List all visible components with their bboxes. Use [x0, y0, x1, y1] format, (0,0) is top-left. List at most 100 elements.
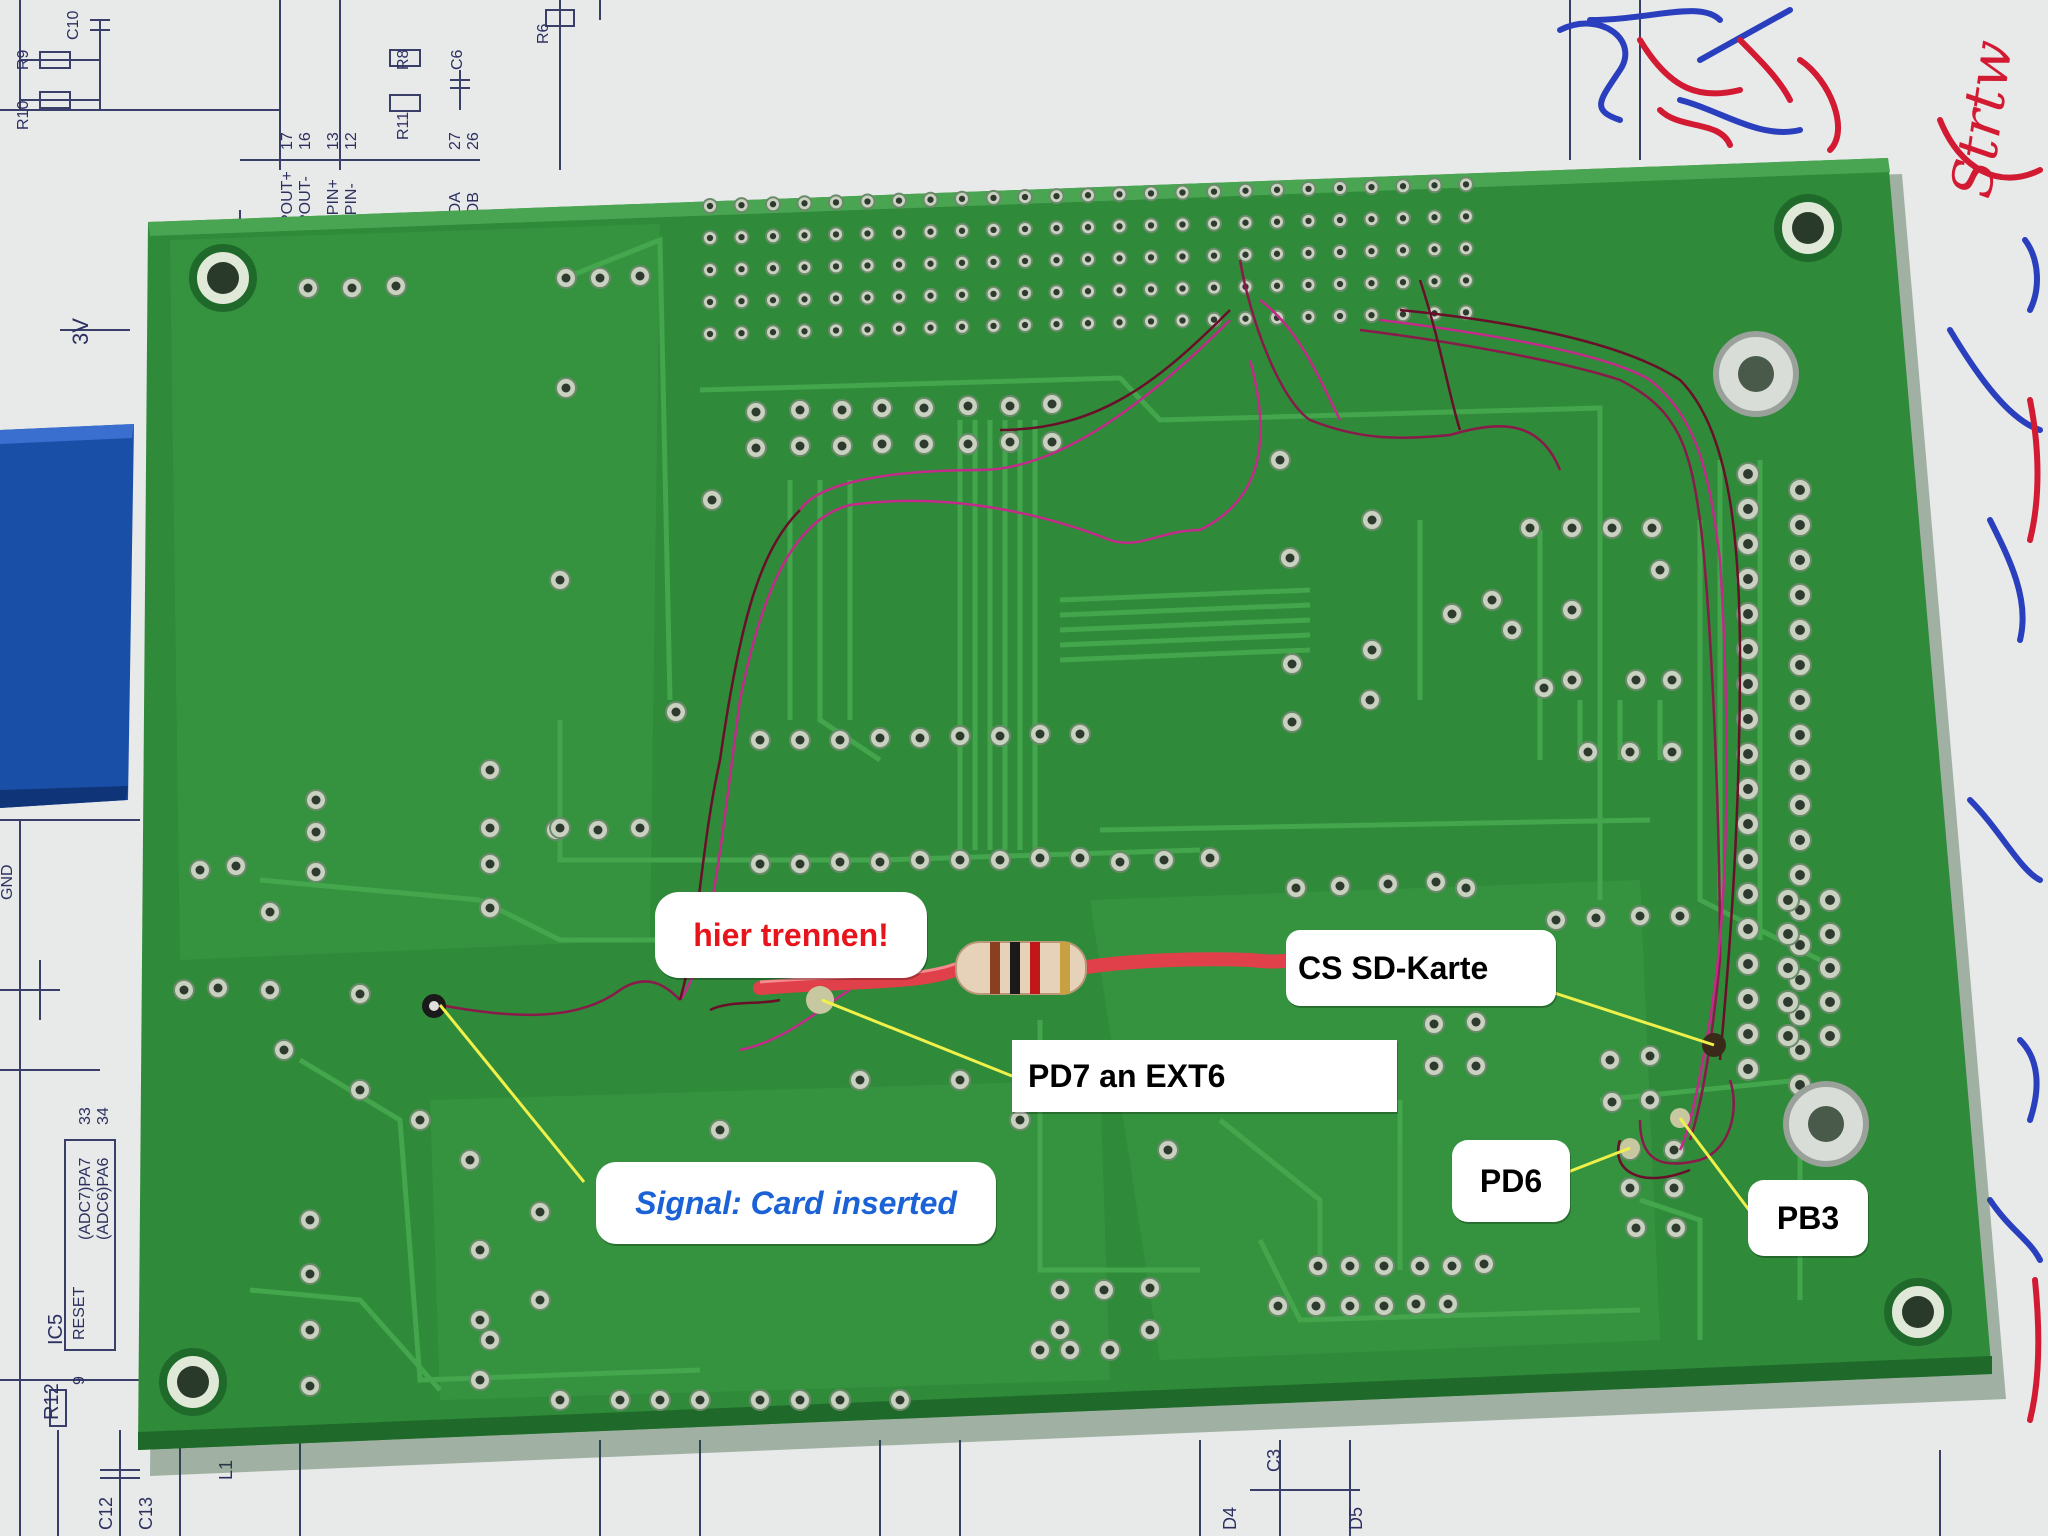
via-pad-hole — [990, 226, 997, 234]
component-pad-hole — [1367, 515, 1377, 525]
component-pad-hole — [1507, 625, 1517, 635]
component-pad-hole — [1005, 437, 1015, 447]
component-pad-hole — [795, 405, 805, 415]
via-pad-hole — [958, 195, 966, 202]
component-pad-hole — [593, 825, 603, 835]
component-pad-hole — [1379, 1301, 1389, 1311]
label-c10: C10 — [65, 11, 82, 40]
connector-pad-hole — [1743, 539, 1753, 549]
label-n27: 27 — [447, 132, 464, 150]
component-pad-hole — [1567, 675, 1577, 685]
component-pad-hole — [1163, 1145, 1173, 1155]
component-pad-hole — [347, 283, 357, 293]
component-pad-hole — [1429, 1061, 1439, 1071]
component-pad-hole — [877, 403, 887, 413]
label-tpin-p: TPIN+ — [325, 179, 342, 225]
label-n33: 33 — [77, 1107, 94, 1125]
via-pad-hole — [832, 327, 840, 334]
component-pad-hole — [311, 795, 321, 805]
component-pad-hole — [1479, 1259, 1489, 1269]
callout-cut-here-text: hier trennen! — [693, 917, 889, 953]
via-pad-hole — [801, 200, 808, 207]
component-pad-hole — [305, 1215, 315, 1225]
label-pa7: (ADC7)PA7 — [77, 1158, 94, 1240]
connector-pad-hole — [1743, 889, 1753, 899]
component-pad-hole — [485, 903, 495, 913]
component-pad-hole — [355, 989, 365, 999]
component-pad-hole — [1365, 695, 1375, 705]
connector-pad-hole — [1825, 929, 1835, 939]
label-r10: R10 — [15, 101, 32, 130]
connector-pad-hole — [1743, 819, 1753, 829]
component-pad-hole — [1099, 1285, 1109, 1295]
via-pad-hole — [1210, 252, 1218, 259]
label-pout-m: POUT- — [297, 176, 314, 225]
connector-pad-hole — [1743, 924, 1753, 934]
component-pad-hole — [671, 707, 681, 717]
component-pad-hole — [1205, 853, 1215, 863]
callout-card-inserted-signal: Signal: Card inserted — [596, 1162, 996, 1244]
via-pad-hole — [990, 322, 997, 330]
connector-pad-hole — [1783, 895, 1793, 905]
via-pad-hole — [832, 263, 840, 270]
via-pad-hole — [864, 262, 871, 269]
component-pad-hole — [755, 1395, 765, 1405]
via-pad-hole — [958, 227, 966, 234]
via-pad-hole — [1179, 221, 1186, 228]
connector-pad-hole — [1795, 800, 1805, 810]
connector-pad-hole — [1795, 835, 1805, 845]
connector-pad-hole — [1743, 714, 1753, 724]
connector-pad-hole — [1743, 784, 1753, 794]
label-n34: 34 — [95, 1107, 112, 1125]
callout-pd6: PD6 — [1452, 1140, 1570, 1222]
connector-pad-hole — [1825, 1031, 1835, 1041]
via-pad-hole — [706, 298, 714, 306]
sd-card — [0, 424, 134, 808]
via-pad-hole — [1368, 311, 1375, 319]
via-pad-hole — [1147, 190, 1155, 197]
component-pad-hole — [475, 1315, 485, 1325]
via-pad-hole — [769, 329, 777, 336]
label-ic5: IC5 — [45, 1314, 67, 1345]
component-pad-hole — [1075, 853, 1085, 863]
callout-cs-sd-card-text: CS SD-Karte — [1298, 950, 1489, 986]
connector-pad-hole — [1743, 1064, 1753, 1074]
via-pad-hole — [769, 297, 777, 304]
component-pad-hole — [195, 865, 205, 875]
connector-pad-hole — [1825, 997, 1835, 1007]
component-pad-hole — [1075, 729, 1085, 739]
via-pad-hole — [864, 198, 871, 205]
component-pad-hole — [1145, 1283, 1155, 1293]
component-pad-hole — [305, 1325, 315, 1335]
component-pad-hole — [1411, 1299, 1421, 1309]
component-pad-hole — [1631, 1223, 1641, 1233]
via-pad-hole — [1273, 250, 1281, 257]
component-pad-hole — [1367, 645, 1377, 655]
connector-pad-hole — [1795, 590, 1805, 600]
component-pad-hole — [1605, 1055, 1615, 1065]
component-pad-hole — [695, 1395, 705, 1405]
component-pad-hole — [1551, 915, 1561, 925]
via-pad-hole — [895, 229, 903, 236]
via-pad-hole — [1273, 282, 1281, 289]
via-pad-hole — [1431, 246, 1438, 253]
label-r6: R6 — [535, 23, 552, 44]
component-pad-hole — [485, 823, 495, 833]
component-pad-hole — [1379, 1261, 1389, 1271]
component-pad-hole — [919, 403, 929, 413]
via-pad-hole — [769, 265, 777, 272]
component-pad-hole — [915, 855, 925, 865]
via-pad-hole — [1116, 191, 1123, 198]
via-pad-hole — [801, 232, 808, 239]
component-pad-hole — [1047, 399, 1057, 409]
component-pad-hole — [1345, 1301, 1355, 1311]
connector-pad-hole — [1743, 679, 1753, 689]
component-pad-hole — [795, 441, 805, 451]
via-pad-hole — [1116, 319, 1123, 326]
component-pad-hole — [1431, 877, 1441, 887]
component-pad-hole — [305, 1269, 315, 1279]
component-pad-hole — [707, 495, 717, 505]
component-pad-hole — [1159, 855, 1169, 865]
via-pad-hole — [1336, 248, 1344, 256]
via-pad-hole — [1116, 255, 1123, 262]
